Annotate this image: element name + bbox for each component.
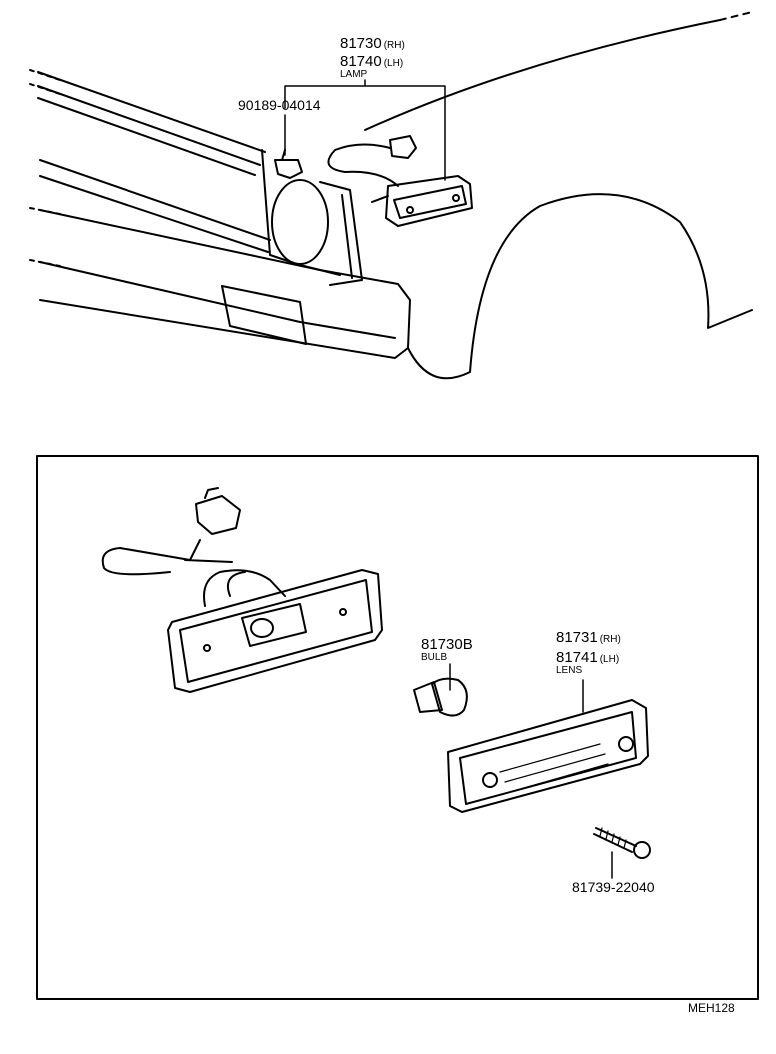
housing-socket-window xyxy=(242,604,306,646)
bulb-name: BULB xyxy=(421,652,448,663)
lens-rh-number: 81731 xyxy=(556,629,598,646)
housing-inner-rim xyxy=(180,580,372,682)
bulb-glass xyxy=(432,679,467,716)
lens-inner xyxy=(460,712,636,804)
bulb-part xyxy=(414,664,467,716)
front-bumper xyxy=(40,210,410,358)
headlamp-bezel-inner xyxy=(342,195,352,278)
installed-lamp-housing xyxy=(386,176,472,226)
lamp-housing-exploded xyxy=(103,488,382,692)
clip-number: 90189-04014 xyxy=(238,97,321,113)
housing-hole-left xyxy=(204,645,210,651)
headlamp-opening xyxy=(272,180,328,264)
lens-hole-right xyxy=(619,737,633,751)
fender-outline xyxy=(365,20,752,378)
lens-lh-suffix: (LH) xyxy=(599,654,620,665)
lamp-lh-label: 81740(LH) xyxy=(340,54,403,70)
housing-wire-harness xyxy=(103,540,285,606)
installed-lamp-wire xyxy=(328,144,398,186)
housing-connector xyxy=(196,488,240,534)
lens-hole-left xyxy=(483,773,497,787)
lamp-leader-lines xyxy=(285,80,445,180)
housing-socket xyxy=(251,619,273,637)
screw-threads xyxy=(600,828,626,848)
installed-lamp-hole-left xyxy=(407,207,413,213)
screw-part xyxy=(594,828,650,878)
vehicle-body-view xyxy=(30,12,752,378)
lens-rh-suffix: (RH) xyxy=(599,634,621,645)
bulb-number: 81730B xyxy=(421,636,473,653)
lens-name: LENS xyxy=(556,665,583,676)
screw-number: 81739-22040 xyxy=(572,879,655,895)
figure-code: MEH128 xyxy=(688,1001,735,1015)
bulb-base xyxy=(414,682,442,712)
headlamp-bezel xyxy=(320,182,362,285)
lamp-assembly-installed xyxy=(328,136,472,226)
grille-upper-rail xyxy=(40,160,270,252)
housing-outer xyxy=(168,570,382,692)
lens-lh-label: 81741(LH) xyxy=(556,650,619,666)
lamp-rh-label: 81730(RH) xyxy=(340,36,405,52)
lamp-lh-number: 81740 xyxy=(340,53,382,70)
lamp-name: LAMP xyxy=(340,69,368,80)
lens-ribs xyxy=(500,744,608,792)
lens-rh-label: 81731(RH) xyxy=(556,630,621,646)
screw-head xyxy=(634,842,650,858)
lens-lh-number: 81741 xyxy=(556,649,598,666)
lamp-rh-number: 81730 xyxy=(340,35,382,52)
detail-frame xyxy=(37,456,758,999)
lens-outer xyxy=(448,700,648,812)
installed-lamp-hole-right xyxy=(453,195,459,201)
lamp-rh-suffix: (RH) xyxy=(383,40,405,51)
installed-lamp-connector xyxy=(390,136,416,158)
bumper-recess xyxy=(222,286,306,344)
lens-part xyxy=(448,680,648,812)
housing-hole-right xyxy=(340,609,346,615)
clip-part xyxy=(275,150,302,178)
hood-trim-dash xyxy=(30,70,60,94)
lamp-lh-suffix: (LH) xyxy=(383,58,404,69)
fender-edge-dash xyxy=(720,12,752,20)
bumper-lower-edge xyxy=(40,262,395,338)
installed-lamp-screw xyxy=(372,196,388,202)
screw-shank xyxy=(594,828,636,852)
bumper-dash xyxy=(30,208,60,266)
hood-trim-strip xyxy=(38,72,265,175)
installed-lamp-lens xyxy=(394,186,466,218)
